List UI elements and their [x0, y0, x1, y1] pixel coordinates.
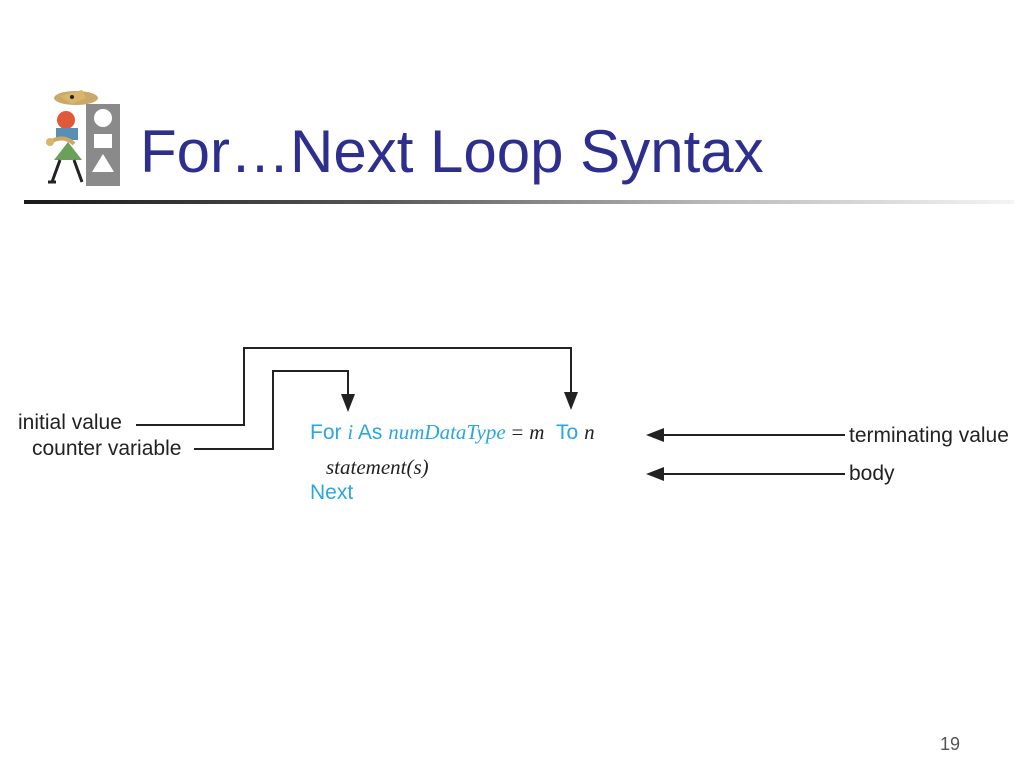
logo-icon [46, 90, 120, 186]
for-keyword: For [310, 421, 342, 444]
initial-value: m [529, 420, 545, 444]
arrowhead-initial-value [564, 392, 578, 410]
initial-value-connector [136, 347, 572, 426]
terminating-value: n [584, 420, 595, 444]
data-type: numDataType [388, 420, 506, 444]
as-keyword: As [357, 421, 383, 444]
initial-value-label: initial value [18, 411, 122, 434]
arrowhead-body [646, 467, 664, 481]
body-label: body [849, 462, 895, 485]
counter-variable: i [347, 420, 354, 444]
to-keyword: To [556, 421, 579, 444]
equals-sign: = [511, 420, 524, 444]
connector-lines [136, 347, 845, 475]
for-statement-line: For i As numDataType = m To n [310, 420, 595, 444]
page-number: 19 [940, 734, 961, 754]
counter-variable-connector [194, 370, 349, 450]
next-keyword: Next [310, 481, 354, 504]
slide-title: For…Next Loop Syntax [140, 118, 764, 185]
arrowhead-counter-variable [341, 394, 355, 412]
terminating-value-label: terminating value [849, 424, 1009, 447]
arrowheads [341, 392, 664, 481]
counter-variable-label: counter variable [32, 437, 182, 460]
arrowhead-terminating-value [646, 428, 664, 442]
title-divider [24, 200, 1014, 204]
body-statement: statement(s) [326, 455, 429, 479]
